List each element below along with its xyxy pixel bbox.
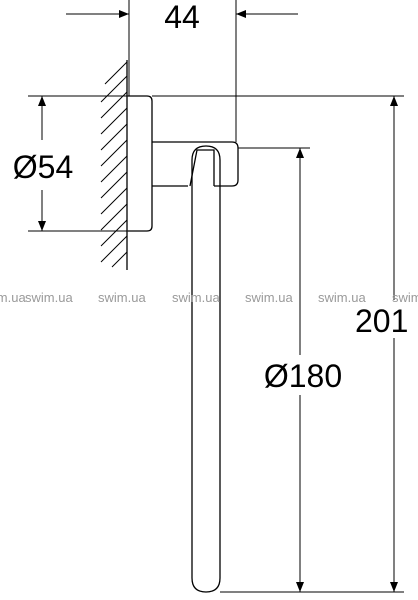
towel-ring xyxy=(191,145,221,593)
wall-rosette xyxy=(128,95,153,232)
watermark-text: swim.ua xyxy=(392,290,418,305)
watermark-text: swim.ua xyxy=(0,290,26,305)
watermark-text: swim.ua xyxy=(245,290,293,305)
watermark-text: swim.ua xyxy=(318,290,366,305)
dimension-projection: 44 xyxy=(66,0,298,142)
total-height-label: 201 xyxy=(355,303,408,339)
ring-diameter-label: Ø180 xyxy=(264,358,342,394)
watermark-text: swim.ua xyxy=(98,290,146,305)
projection-width-label: 44 xyxy=(164,0,200,35)
dimension-ring: Ø180 xyxy=(220,147,342,593)
wall xyxy=(100,60,128,270)
dimension-total-height: 201 xyxy=(152,95,408,593)
dimension-rosette: Ø54 xyxy=(13,95,128,232)
watermark-text: swim.ua xyxy=(25,290,73,305)
mounting-arm xyxy=(152,141,239,187)
watermark-text: swim.ua xyxy=(172,290,220,305)
rosette-diameter-label: Ø54 xyxy=(13,149,73,185)
wall-hatching xyxy=(100,61,128,268)
watermark-row: swim.uaswim.uaswim.uaswim.uaswim.uaswim.… xyxy=(0,290,418,305)
